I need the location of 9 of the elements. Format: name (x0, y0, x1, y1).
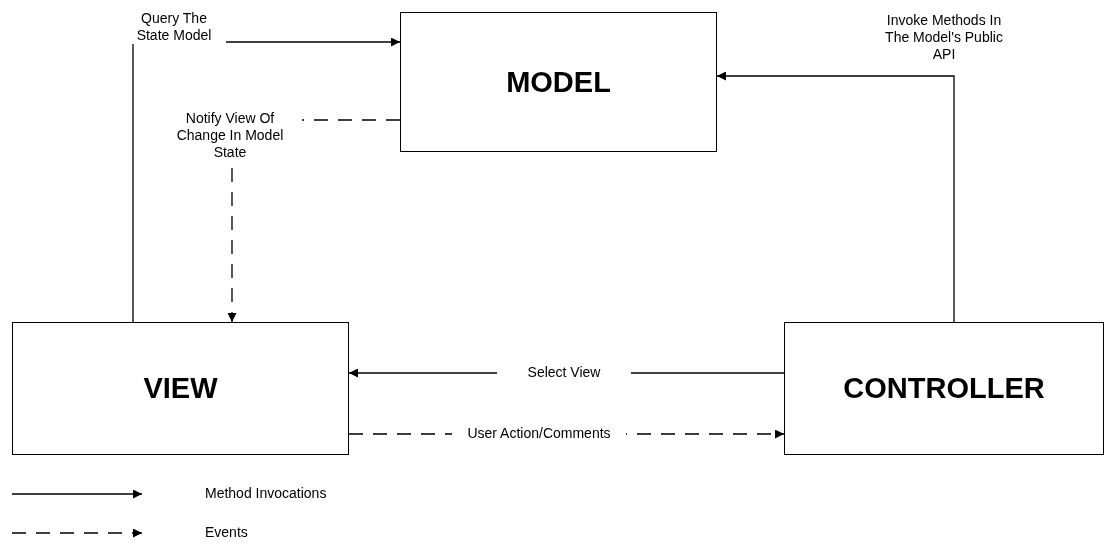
legend-label: Events (205, 524, 248, 540)
box-title: MODEL (506, 65, 611, 99)
box-title: VIEW (143, 372, 218, 405)
arrow (716, 71, 955, 323)
component-box (400, 12, 717, 152)
component-box (12, 322, 349, 455)
legend-label: Method Invocations (205, 485, 327, 501)
component-box (784, 322, 1104, 455)
box-title: CONTROLLER (843, 372, 1045, 405)
